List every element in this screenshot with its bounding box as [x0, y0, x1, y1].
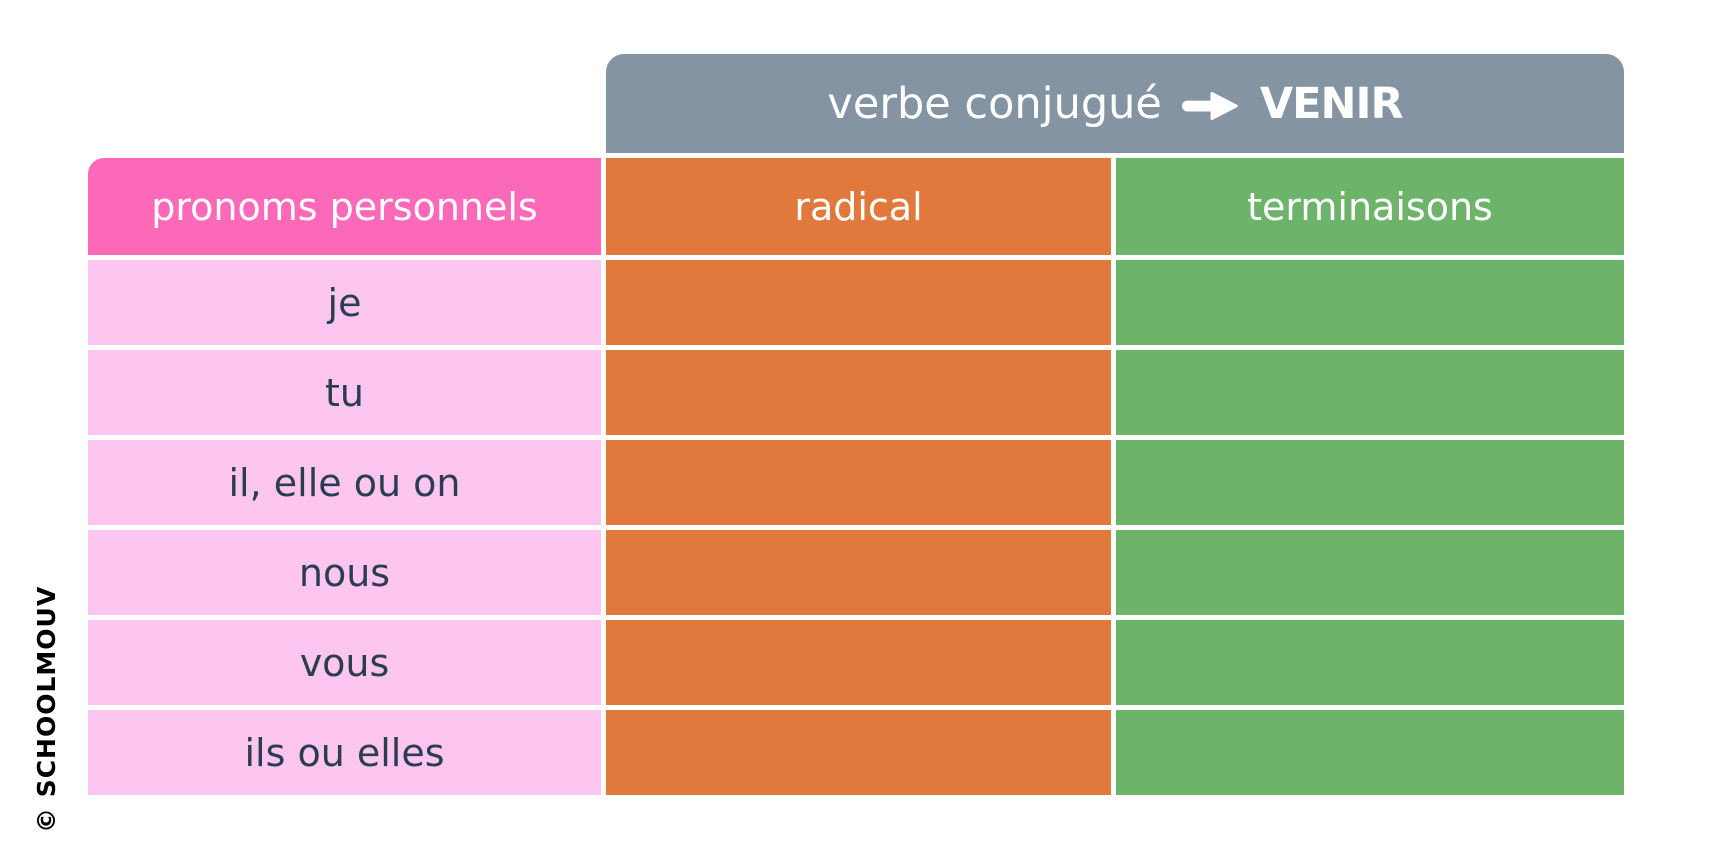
radical-cell	[606, 530, 1111, 615]
radical-cell	[606, 710, 1111, 795]
terminaison-cell	[1116, 620, 1624, 705]
verb-banner: verbe conjugué VENIR	[606, 54, 1624, 153]
radical-cell	[606, 440, 1111, 525]
terminaison-cell	[1116, 440, 1624, 525]
terminaison-cell	[1116, 710, 1624, 795]
column-header-terminaisons: terminaisons	[1116, 158, 1624, 255]
terminaison-cell	[1116, 530, 1624, 615]
conjugation-table: verbe conjugué VENIR pronoms personnels …	[88, 54, 1624, 795]
pronoun-cell: tu	[88, 350, 601, 435]
terminaison-cell	[1116, 350, 1624, 435]
right-arrow-icon	[1181, 91, 1238, 120]
pronoun-cell: nous	[88, 530, 601, 615]
radical-cell	[606, 620, 1111, 705]
column-header-pronouns: pronoms personnels	[88, 158, 601, 255]
terminaison-cell	[1116, 260, 1624, 345]
radical-cell	[606, 260, 1111, 345]
schoolmouv-watermark: © SCHOOLMOUV	[32, 585, 61, 833]
column-header-radical: radical	[606, 158, 1111, 255]
pronoun-cell: je	[88, 260, 601, 345]
verb-banner-label: verbe conjugué	[827, 78, 1162, 129]
pronoun-cell: il, elle ou on	[88, 440, 601, 525]
pronoun-cell: vous	[88, 620, 601, 705]
pronoun-cell: ils ou elles	[88, 710, 601, 795]
radical-cell	[606, 350, 1111, 435]
verb-banner-verb: VENIR	[1259, 78, 1404, 129]
